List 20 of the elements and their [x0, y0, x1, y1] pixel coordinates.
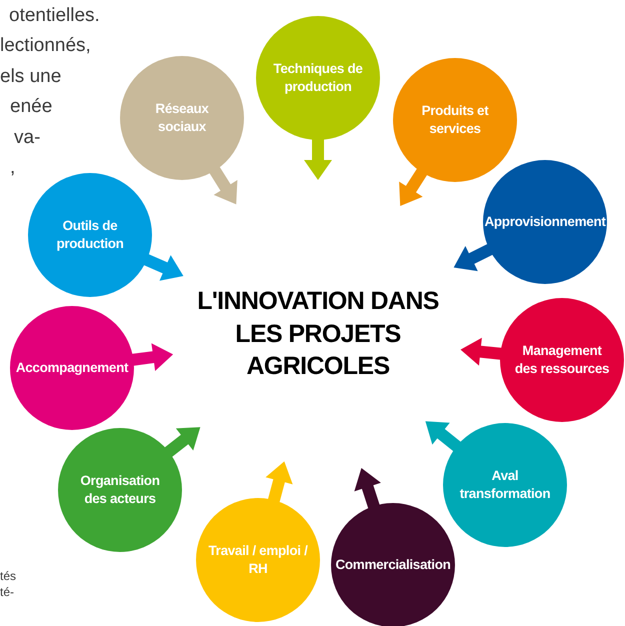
topic-label: Approvisionnement [484, 213, 606, 231]
body-text-fragment: els une [0, 67, 62, 86]
topic-label: Outils de production [55, 217, 125, 253]
topic-label: Réseaux sociaux [154, 100, 210, 136]
topic-label: Commercialisation [335, 556, 451, 574]
body-text-fragment: tés [0, 570, 16, 582]
topic-label: Aval transformation [458, 467, 552, 503]
central-title: L'INNOVATION DANS LES PROJETS AGRICOLES [196, 286, 440, 382]
body-text-fragment: , [10, 158, 16, 177]
body-text-fragment: enée [10, 97, 52, 116]
topic-label: Produits et services [420, 102, 490, 138]
topic-label: Travail / emploi / RH [208, 542, 309, 578]
topic-label: Accompagnement [16, 359, 128, 377]
topic-label: Management des ressources [514, 342, 610, 378]
body-text-fragment: otentielles. [9, 6, 100, 25]
topic-label: Organisation des acteurs [79, 472, 161, 508]
body-text-fragment: va- [14, 128, 40, 147]
body-text-fragment: té- [0, 586, 14, 598]
body-text-fragment: lectionnés, [0, 36, 91, 55]
topic-label: Techniques de production [272, 60, 364, 96]
